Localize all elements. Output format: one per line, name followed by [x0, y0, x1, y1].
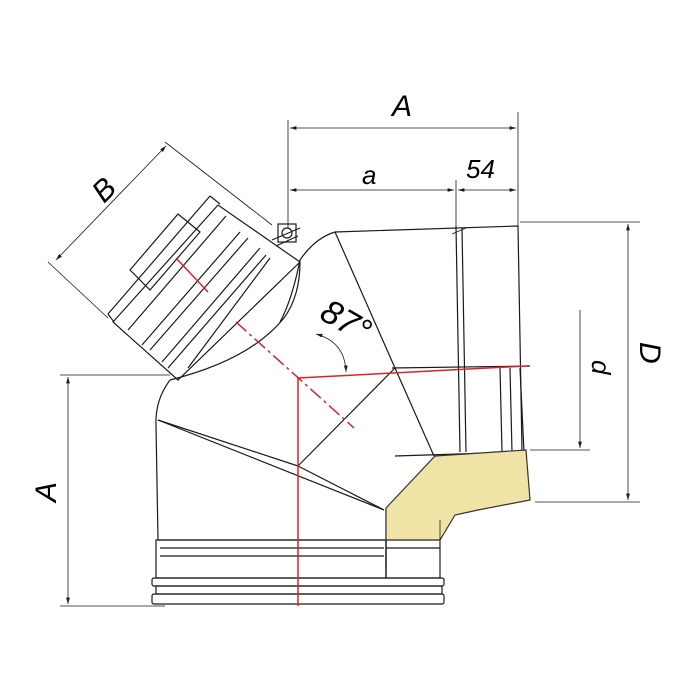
- dimension-B: B: [55, 145, 167, 261]
- branch-pipe: [107, 195, 301, 381]
- lower-elbow-body: [155, 379, 387, 575]
- dim-label-d: d: [586, 360, 616, 376]
- right-collar: [334, 225, 531, 457]
- extension-lines: [47, 112, 640, 607]
- dim-label-A-top: A: [390, 90, 412, 123]
- dim-label-a: a: [362, 160, 376, 190]
- dimension-A-left: A: [30, 377, 70, 604]
- dimension-D: D: [626, 224, 666, 500]
- dim-label-angle: 87°: [314, 292, 378, 351]
- dimension-A-top: A: [290, 90, 516, 130]
- dim-label-54: 54: [466, 154, 495, 184]
- clamp-detail: [271, 223, 301, 247]
- insulation-section: [385, 449, 531, 541]
- dimension-54: 54: [458, 154, 516, 192]
- dim-label-B: B: [86, 171, 123, 208]
- dim-label-D: D: [633, 342, 666, 364]
- angle-dimension: 87°: [314, 292, 378, 373]
- dim-label-A-left: A: [30, 482, 63, 504]
- centerlines: [175, 257, 527, 606]
- upper-elbow-segment: [279, 231, 435, 467]
- dimension-d: d: [578, 310, 616, 448]
- dimension-a: a: [290, 160, 454, 192]
